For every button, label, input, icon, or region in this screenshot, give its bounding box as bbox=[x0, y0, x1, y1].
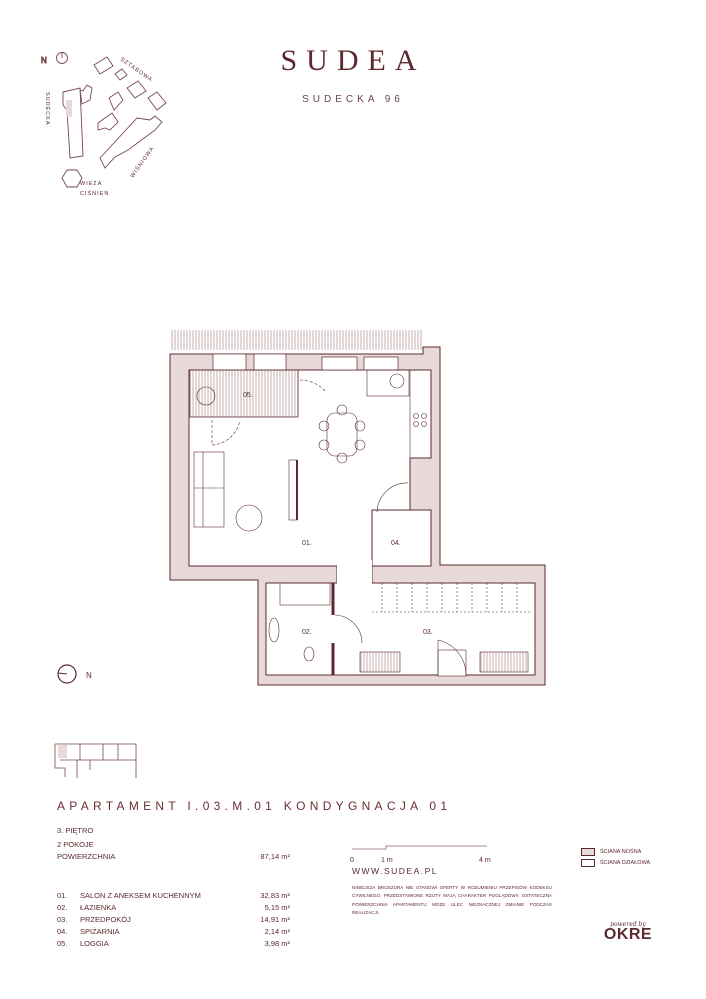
room-04-floor bbox=[371, 509, 432, 567]
toilet bbox=[303, 646, 315, 662]
okre-wordmark: OKRE bbox=[603, 926, 653, 943]
room-name: SALON Z ANEKSEM KUCHENNYM bbox=[80, 891, 201, 900]
site-north-label: N bbox=[41, 56, 47, 65]
site-building bbox=[97, 112, 119, 131]
room-area: 3,98 m² bbox=[264, 939, 290, 948]
roof-hatch bbox=[170, 330, 423, 350]
room-name: LOGGIA bbox=[80, 939, 109, 948]
compass-icon bbox=[57, 664, 77, 684]
key-plan bbox=[54, 743, 137, 778]
room-number: 05. bbox=[57, 939, 68, 948]
wardrobe bbox=[359, 651, 401, 673]
floor-level: 3. PIĘTRO bbox=[57, 826, 94, 835]
room-label-05: 05. bbox=[243, 392, 253, 399]
legend-partition: ŚCIANA DZIAŁOWA bbox=[600, 860, 651, 866]
site-building bbox=[114, 68, 128, 81]
room-label-04: 04. bbox=[391, 540, 401, 547]
landmark-label-2: CIŚNIEŃ bbox=[80, 189, 109, 197]
shower bbox=[279, 582, 331, 606]
room-number: 02. bbox=[57, 903, 68, 912]
stairs bbox=[372, 582, 530, 613]
address: SUDECKA 96 bbox=[302, 94, 404, 105]
site-building bbox=[108, 91, 124, 111]
website-link[interactable]: WWW.SUDEA.PL bbox=[352, 866, 439, 876]
site-building bbox=[147, 91, 167, 111]
sofa bbox=[193, 451, 225, 528]
room-label-02: 02. bbox=[302, 629, 312, 636]
room-area: 32,83 m² bbox=[260, 891, 290, 900]
rooms-count: 2 POKOJE bbox=[57, 840, 94, 849]
area-label: POWIERZCHNIA bbox=[57, 852, 116, 861]
site-building bbox=[99, 115, 163, 169]
scale-four: 4 m bbox=[479, 857, 491, 864]
legend-load-bearing: ŚCIANA NOŚNA bbox=[600, 849, 642, 855]
apartment-title: APARTAMENT I.03.M.01 KONDYGNACJA 01 bbox=[57, 799, 452, 813]
compass-north-label: N bbox=[86, 671, 92, 680]
room-area: 5,15 m² bbox=[264, 903, 290, 912]
bathtub bbox=[268, 617, 280, 643]
site-building bbox=[93, 56, 114, 75]
landmark-label-1: WIEŻA bbox=[80, 180, 102, 187]
legend-swatch-partition bbox=[581, 859, 595, 867]
sink bbox=[389, 373, 405, 389]
scale-zero: 0 bbox=[350, 857, 354, 864]
water-tower-icon bbox=[61, 169, 83, 188]
legend-swatch-load-bearing bbox=[581, 848, 595, 856]
area-value: 87,14 m² bbox=[260, 852, 290, 861]
room-name: PRZEDPOKÓJ bbox=[80, 915, 131, 924]
site-building bbox=[62, 87, 84, 159]
room-area: 2,14 m² bbox=[264, 927, 290, 936]
room-number: 04. bbox=[57, 927, 68, 936]
wardrobe bbox=[479, 651, 529, 673]
room-name: SPIŻARNIA bbox=[80, 927, 120, 936]
loggia-table bbox=[196, 386, 216, 406]
okre-logo: powered by OKRE bbox=[603, 921, 653, 943]
room-number: 01. bbox=[57, 891, 68, 900]
dining-table bbox=[326, 412, 358, 457]
powered-by: powered by bbox=[610, 921, 646, 928]
site-building bbox=[126, 80, 147, 99]
floor-plan: 01. 02. 03. 04. 05. N bbox=[57, 330, 546, 686]
room-area: 14,91 m² bbox=[260, 915, 290, 924]
room-name: ŁAZIENKA bbox=[80, 903, 117, 912]
coffee-table bbox=[235, 504, 263, 532]
site-map: N SZTABOWA SUDECKA WIŚNIOWA WIEŻA CIŚNIE… bbox=[41, 52, 167, 197]
windows bbox=[212, 353, 399, 371]
scale-bar: 0 1 m 4 m bbox=[350, 845, 491, 864]
room-label-01: 01. bbox=[302, 540, 312, 547]
room-number: 03. bbox=[57, 915, 68, 924]
street-sudecka: SUDECKA bbox=[44, 92, 50, 126]
room-label-03: 03. bbox=[423, 629, 433, 636]
scale-one: 1 m bbox=[381, 857, 393, 864]
disclaimer: NINIEJSZA BROSZURA NIE STANOWI OFERTY W … bbox=[352, 885, 552, 915]
brand-logo: SUDEA bbox=[280, 44, 426, 77]
